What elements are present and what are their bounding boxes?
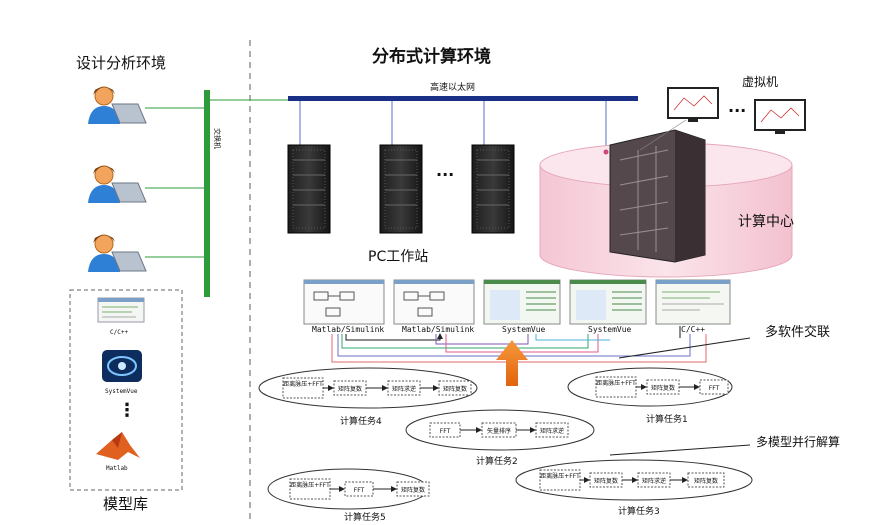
model-item-cpp: C/C++ [97,297,145,336]
ethernet-label: 高速以太网 [430,81,475,93]
workstation-ellipsis: ··· [436,165,454,184]
software-thumb-4 [569,279,647,325]
task-step: 距离脉压+FFT [540,472,580,480]
task-step: 矩阵复数 [443,385,467,393]
task-name: 计算任务1 [646,413,688,425]
model-library-ellipsis: ⋮ [118,400,136,421]
workstations-label: PC工作站 [368,249,428,265]
software-label-4: SystemVue [588,325,632,334]
compute-center: 计算中心 [539,129,794,278]
ethernet-bus [288,96,638,101]
user-1 [88,86,204,124]
model-label-matlab: Matlab [106,465,128,472]
server-3 [471,144,515,234]
task-step: 矩阵求逆 [392,385,416,393]
multi-model-pointer [609,444,751,456]
vm-monitor-1 [667,87,719,122]
task-name: 计算任务5 [344,511,386,523]
multi-model-label: 多模型并行解算 [756,434,840,449]
design-env-title: 设计分析环境 [76,54,166,72]
model-label-systemvue: SystemVue [105,388,138,395]
vm-ellipsis: ··· [728,101,746,120]
software-label-1: Matlab/Simulink [312,325,384,334]
task-step: 距离脉压+FFT [596,379,636,387]
software-thumb-5 [655,279,731,325]
task-step: 矩阵求逆 [540,427,564,435]
model-library-box [69,289,183,491]
vm-link [639,119,687,151]
upload-arrow-icon [496,340,528,386]
task-step: FFT [440,428,451,435]
model-item-matlab: Matlab [96,432,140,472]
task-step: 距离脉压+FFT [283,380,323,388]
task-step: 矩阵复数 [694,477,718,485]
task-step: 矩阵复数 [594,477,618,485]
main-title: 分布式计算环境 [372,46,491,67]
software-label-5: C/C++ [681,325,705,334]
task-step: 矩阵复数 [401,486,425,494]
task-step: 距离脉压+FFT [290,481,330,489]
multi-software-label: 多软件交联 [765,324,830,340]
task-name: 计算任务2 [476,455,518,467]
model-library-title: 模型库 [103,495,148,513]
task-2: FFT 矢量排序 矩阵求逆 计算任务2 [405,409,595,467]
server-1 [287,144,331,234]
user-2 [88,165,204,203]
task-step: FFT [709,385,720,392]
software-label-3: SystemVue [502,325,546,334]
switch-bar [204,90,210,297]
laptop-icon [111,103,147,124]
software-thumb-1 [303,279,385,325]
task-step: 矢量排序 [487,427,511,435]
model-item-systemvue: SystemVue [102,350,142,395]
task-step: 矩阵复数 [651,384,675,392]
software-label-2: Matlab/Simulink [402,325,474,334]
task-name: 计算任务3 [618,505,660,517]
vm-monitor-2 [754,99,806,134]
task-step: 矩阵求逆 [642,477,666,485]
server-2 [379,144,423,234]
compute-center-label: 计算中心 [738,214,794,230]
switch-label: 交换机 [213,128,222,149]
task-3: 距离脉压+FFT 矩阵复数 矩阵求逆 矩阵复数 计算任务3 [515,459,753,517]
software-thumb-3 [483,279,561,325]
user-3 [88,234,204,272]
vm-label: 虚拟机 [742,75,778,89]
laptop-icon [111,251,147,272]
laptop-icon [111,182,147,203]
task-1: 距离脉压+FFT 矩阵复数 FFT 计算任务1 [567,367,733,425]
task-5: 距离脉压+FFT FFT 矩阵复数 计算任务5 [267,468,430,523]
software-thumb-2 [393,279,475,325]
task-step: FFT [354,487,365,494]
model-label-cpp: C/C++ [110,329,128,336]
task-name: 计算任务4 [340,415,382,427]
task-4: 距离脉压+FFT 矩阵复数 矩阵求逆 矩阵复数 计算任务4 [258,367,478,427]
task-step: 矩阵复数 [338,385,362,393]
multi-software-pointer [618,337,751,359]
